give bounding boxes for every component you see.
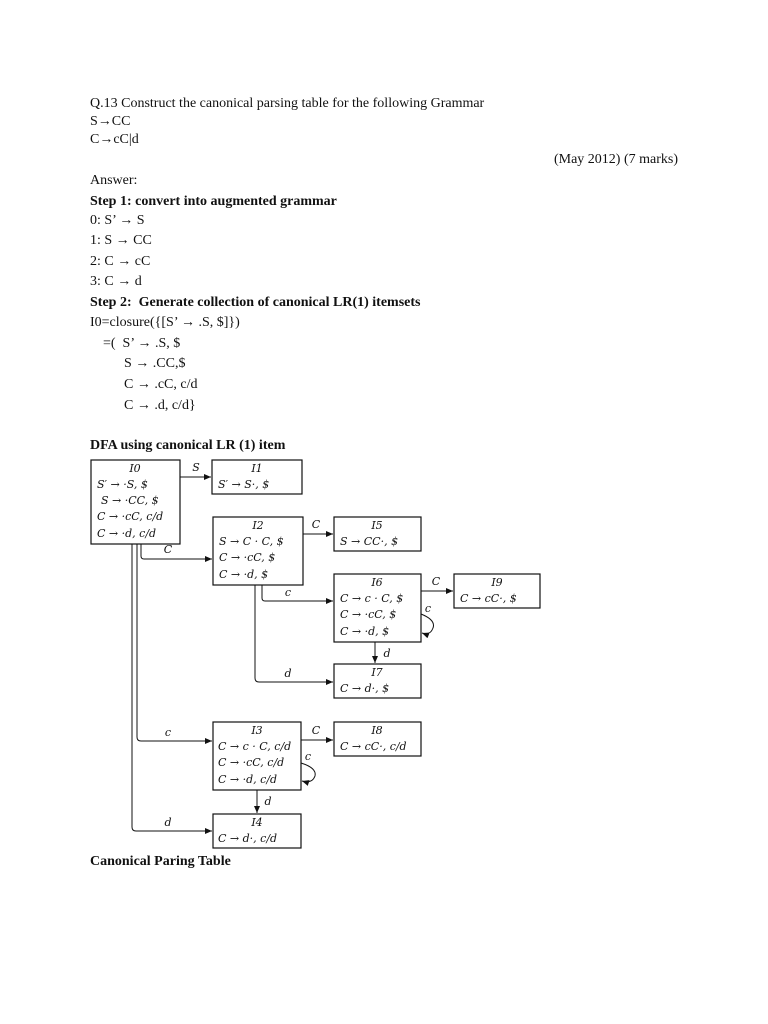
production-2: 2: C → cC xyxy=(90,254,151,269)
state-i5-name: I5 xyxy=(370,519,382,532)
state-i6-item: C → ·d, $ xyxy=(340,625,389,638)
table-heading: Canonical Paring Table xyxy=(90,854,231,869)
edge-i2-i6 xyxy=(261,585,333,604)
state-i6-item: C → ·cC, $ xyxy=(340,608,396,621)
state-i5-item: S → CC·, $ xyxy=(340,535,398,548)
state-i9-item: C → cC·, $ xyxy=(460,592,517,605)
state-i7-item: C → d·, $ xyxy=(340,682,389,695)
edge-label-i0-i4: d xyxy=(164,816,171,829)
state-i8-box xyxy=(333,721,422,757)
state-i6-item: C → c · C, $ xyxy=(340,592,403,605)
edge-label-i0-i2: C xyxy=(164,543,173,556)
edge-i0-i4 xyxy=(131,544,212,834)
state-i3-item: C → ·cC, c/d xyxy=(218,756,284,769)
state-i1-box xyxy=(211,459,303,495)
closure-line-2: S → .CC,$ xyxy=(124,356,186,371)
production-1: 1: S → CC xyxy=(90,233,152,248)
state-i0-item: S → ·CC, $ xyxy=(101,494,159,507)
production-0: 0: S’ → S xyxy=(90,213,145,228)
edge-label-i6-i9: C xyxy=(432,575,441,588)
state-i6-name: I6 xyxy=(370,576,382,589)
edge-i3-self xyxy=(300,762,316,786)
state-i4-name: I4 xyxy=(250,816,262,829)
edge-label-i3-self: c xyxy=(305,750,311,763)
state-i9-box xyxy=(453,573,541,609)
state-i3-item: C → ·d, c/d xyxy=(218,773,277,786)
state-i1-name: I1 xyxy=(250,462,262,475)
state-i0-item: C → ·d, c/d xyxy=(97,527,156,540)
state-i0-item: S′ → ·S, $ xyxy=(97,478,148,491)
edge-label-i0-i1: S xyxy=(192,461,200,474)
production-3: 3: C → d xyxy=(90,274,142,289)
state-i2-box xyxy=(212,516,304,586)
state-i2-item: C → ·d, $ xyxy=(219,568,268,581)
edge-label-i6-self: c xyxy=(425,602,431,615)
state-i2-item: C → ·cC, $ xyxy=(219,551,275,564)
state-i0-box xyxy=(90,459,181,545)
edge-label-i6-i7: d xyxy=(383,647,390,660)
state-i2-name: I2 xyxy=(251,519,263,532)
edge-i0-i2 xyxy=(140,544,212,562)
state-i4-item: C → d·, c/d xyxy=(218,832,277,845)
edge-label-i0-i3: c xyxy=(165,726,171,739)
edge-i6-self xyxy=(420,613,434,639)
edge-label-i3-i4: d xyxy=(264,795,271,808)
state-i7-box xyxy=(333,663,422,699)
state-i0-item: C → ·cC, c/d xyxy=(97,510,163,523)
state-i3-name: I3 xyxy=(250,724,262,737)
edge-i0-i3 xyxy=(136,544,212,744)
step1-heading: Step 1: convert into augmented grammar xyxy=(90,194,337,209)
grammar-rule-2: C→cC|d xyxy=(90,132,139,147)
state-i8-name: I8 xyxy=(370,724,382,737)
question-source: (May 2012) (7 marks) xyxy=(553,152,678,167)
state-i7-name: I7 xyxy=(370,666,382,679)
grammar-rule-1: S→CC xyxy=(90,114,131,129)
state-i6-box xyxy=(333,573,422,643)
state-i0-name: I0 xyxy=(128,462,140,475)
closure-line-3: C → .cC, c/d xyxy=(124,377,198,392)
closure-line-0: I0=closure({[S’ → .S, $]}) xyxy=(90,315,240,330)
state-i5-box xyxy=(333,516,422,552)
answer-label: Answer: xyxy=(90,173,138,188)
edge-label-i2-i5: C xyxy=(312,518,321,531)
state-i3-item: C → c · C, c/d xyxy=(218,740,291,753)
edge-label-i2-i7: d xyxy=(284,667,291,680)
step2-heading: Step 2: Generate collection of canonical… xyxy=(90,295,421,310)
edge-label-i2-i6: c xyxy=(285,586,291,599)
closure-line-1: =( S’ → .S, $ xyxy=(103,336,181,351)
edge-label-i3-i8: C xyxy=(312,724,321,737)
state-i2-item: S → C · C, $ xyxy=(219,535,284,548)
closure-line-4: C → .d, c/d} xyxy=(124,398,196,413)
dfa-heading: DFA using canonical LR (1) item xyxy=(90,438,286,453)
state-i4-box xyxy=(212,813,302,849)
state-i8-item: C → cC·, c/d xyxy=(340,740,407,753)
question-title: Q.13 Construct the canonical parsing tab… xyxy=(90,96,485,111)
edge-i2-i7 xyxy=(254,585,333,685)
state-i9-name: I9 xyxy=(490,576,502,589)
state-i1-item: S′ → S·, $ xyxy=(218,478,269,491)
